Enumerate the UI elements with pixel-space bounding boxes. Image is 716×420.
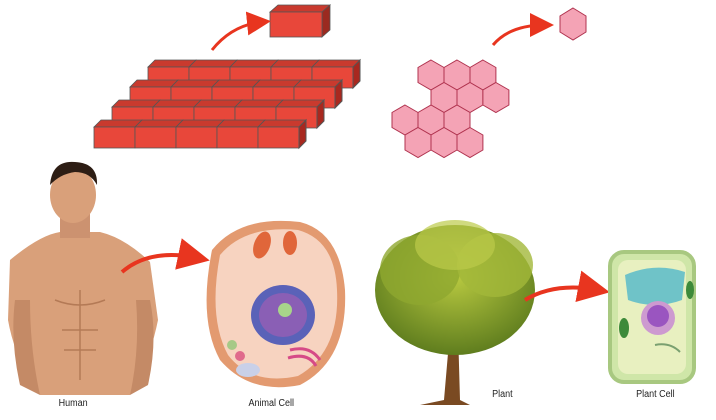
- brick: [193, 99, 243, 108]
- brick: [134, 126, 177, 149]
- brick: [147, 59, 197, 68]
- brick: [129, 79, 179, 88]
- brick: [311, 59, 361, 68]
- human-figure: [8, 161, 158, 395]
- brick: [175, 119, 225, 128]
- hexagon-cell: [482, 81, 510, 114]
- brick: [229, 59, 279, 68]
- brick: [188, 59, 238, 68]
- honeycomb: [391, 59, 510, 159]
- tree: [375, 220, 535, 405]
- brick: [275, 99, 325, 108]
- plant-cell: [608, 250, 696, 384]
- single-hexagon: [559, 7, 587, 41]
- single-brick: [268, 4, 332, 38]
- brick-side: [316, 98, 325, 130]
- label-human: Human: [58, 398, 88, 409]
- brick: [170, 79, 220, 88]
- brick: [152, 99, 202, 108]
- brick-wall: [93, 58, 361, 150]
- hexagon-cell: [456, 126, 484, 159]
- label-plant: Plant: [492, 389, 513, 400]
- brick-side: [352, 58, 361, 90]
- brick: [293, 79, 343, 88]
- label-animal-cell: Animal Cell: [248, 398, 295, 409]
- brick: [252, 79, 302, 88]
- brick: [257, 126, 300, 149]
- brick: [211, 79, 261, 88]
- arrow-honeycomb-to-hexagon: [491, 13, 554, 47]
- label-plant-cell: Plant Cell: [636, 389, 675, 400]
- brick: [93, 126, 136, 149]
- brick: [257, 119, 307, 128]
- arrow-wall-to-brick: [210, 11, 271, 51]
- brick: [175, 126, 218, 149]
- brick: [216, 119, 266, 128]
- brick: [93, 119, 143, 128]
- brick: [216, 126, 259, 149]
- arrow-human-to-animal-cell: [120, 238, 210, 274]
- brick: [270, 59, 320, 68]
- brick: [234, 99, 284, 108]
- arrow-plant-to-plant-cell: [523, 270, 610, 303]
- brick-side: [334, 78, 343, 110]
- animal-cell: [206, 220, 346, 388]
- brick-side: [298, 118, 307, 150]
- brick: [111, 99, 161, 108]
- brick: [134, 119, 184, 128]
